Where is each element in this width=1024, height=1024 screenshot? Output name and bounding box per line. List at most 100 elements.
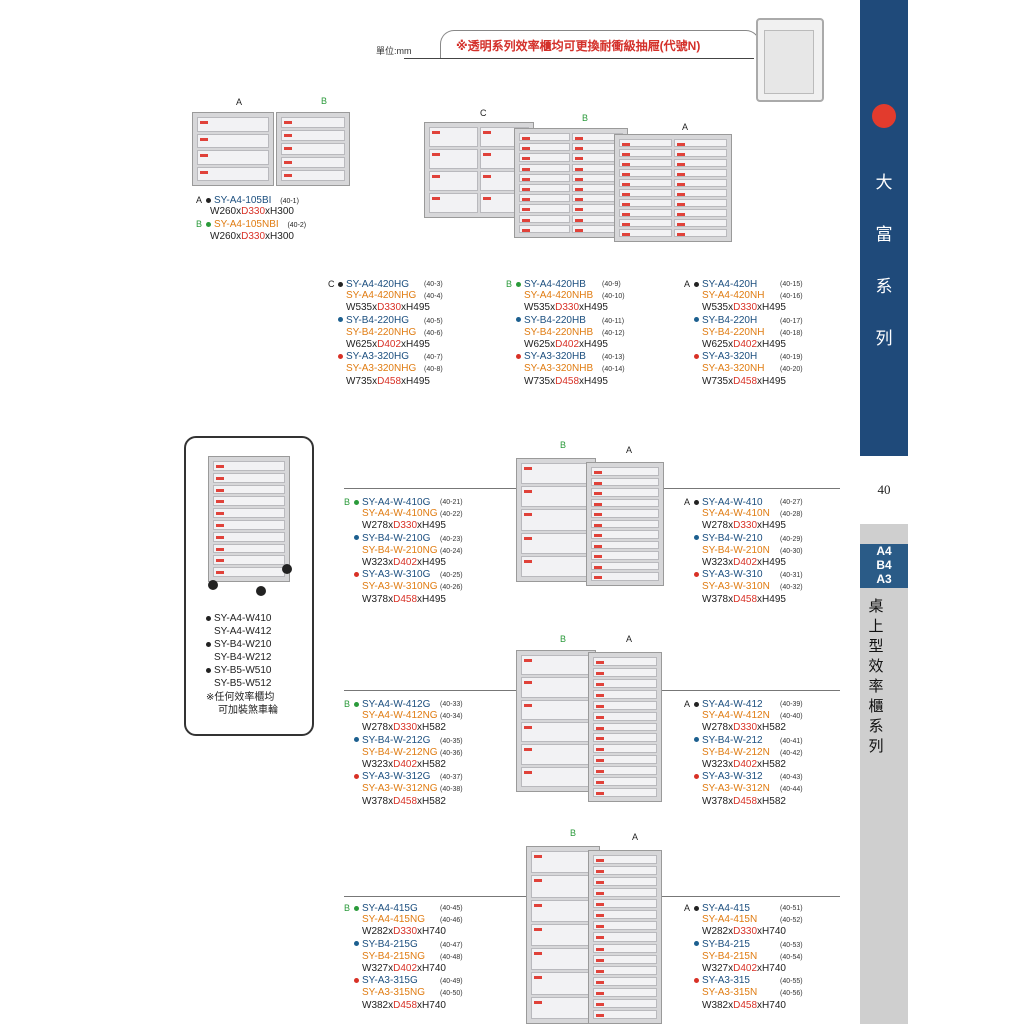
drawer [591, 530, 659, 539]
cart-item: SY-B5-W510 [214, 665, 272, 676]
spec-row: SY-A3-320NH(40-20) [684, 363, 803, 375]
dim-w: W625x [702, 338, 734, 350]
model-name: SY-A3-315 [702, 975, 750, 987]
dim-d: D458 [733, 593, 758, 605]
bullet-icon [694, 941, 699, 947]
spec-row: W535xD330xH495 [684, 302, 786, 314]
cart-item: SY-B5-W512 [214, 678, 272, 689]
model-name-n: SY-B4-215N [702, 950, 758, 962]
bullet-icon [354, 535, 359, 541]
brand-char: 系 [875, 277, 893, 297]
drawer [197, 133, 269, 148]
dim-d: D330 [377, 302, 402, 314]
dim-h: xH495 [417, 556, 446, 568]
drawer [519, 153, 570, 162]
wheel-icon [208, 580, 218, 590]
dim-w: W327x [362, 962, 394, 974]
catalog-code: (40-43) [780, 774, 803, 782]
catalog-code: (40-13) [602, 354, 625, 362]
model-name: SY-A3-320H [702, 351, 758, 363]
cabinet-image-b [276, 112, 350, 186]
model-name: SY-B4-215G [362, 938, 418, 950]
dim-d: D402 [393, 962, 418, 974]
drawer [213, 520, 285, 530]
drawer [197, 117, 269, 132]
spec-row: SY-B4-W-210N(40-30) [684, 545, 803, 557]
cabinet-image-a [588, 850, 662, 1024]
drawer [531, 972, 595, 995]
drawer [281, 117, 345, 129]
dim-w: W735x [346, 375, 378, 387]
dim-h: xH582 [417, 722, 446, 734]
drawer [281, 169, 345, 181]
dim-d: D330 [733, 520, 758, 532]
drawer [429, 149, 478, 169]
drawer [213, 472, 285, 483]
spec-row: SY-B4-215(40-53) [684, 939, 803, 951]
brand-char: 列 [875, 329, 893, 349]
spec-row: SY-A3-315G(40-49) [344, 975, 463, 987]
dim-d: D458 [733, 999, 758, 1011]
size-b4: B4 [876, 558, 892, 572]
catalog-code: (40-34) [440, 713, 463, 721]
bullet-icon [694, 535, 699, 541]
drawer [593, 987, 657, 997]
drawer [593, 866, 657, 876]
catalog-code: (40-42) [780, 749, 803, 757]
model-name-n: SY-A4-420NH [702, 290, 765, 302]
dim-w: W278x [362, 520, 394, 532]
spec-row: W378xD458xH495 [684, 594, 786, 606]
bullet-icon [354, 701, 359, 707]
catalog-code: (40-11) [602, 317, 625, 325]
drawer [593, 877, 657, 887]
drawer [593, 667, 657, 677]
model-name-n: SY-A4-415NG [362, 914, 425, 926]
drawer [213, 555, 285, 566]
drawer [619, 159, 672, 167]
drawer [593, 932, 657, 942]
catalog-code: (40-22) [440, 511, 463, 519]
model-name: SY-B4-W-212 [702, 734, 763, 746]
model-name-n: SY-A3-315NG [362, 987, 425, 999]
drawer [213, 543, 285, 554]
catalog-code: (40-37) [440, 774, 463, 782]
dim-d: D402 [393, 556, 418, 568]
drawer [591, 519, 659, 529]
drawer [521, 509, 591, 531]
spec-row: W378xD458xH582 [684, 796, 786, 808]
dim-h: xH740 [757, 962, 786, 974]
catalog-code: (40-44) [780, 786, 803, 794]
drawer [674, 189, 727, 197]
drawer [281, 130, 345, 142]
catalog-code: (40-36) [440, 749, 463, 757]
bullet-icon [516, 353, 521, 359]
spec-row: SY-A4-420NHB(40-10) [506, 290, 625, 302]
model-name: SY-A3-320HG [346, 351, 409, 363]
dim-d: D402 [377, 338, 402, 350]
spec-row: W378xD458xH582 [344, 796, 446, 808]
dim-h: xH495 [417, 593, 446, 605]
drawer [591, 509, 659, 518]
dim-h: xH582 [757, 722, 786, 734]
bullet-icon [206, 667, 211, 673]
dim-w: W535x [702, 302, 734, 314]
drawer [593, 998, 657, 1008]
drawer [619, 219, 672, 227]
drawer [531, 899, 595, 922]
drawer [281, 156, 345, 168]
model-name-n: SY-A3-W-310NG [362, 581, 438, 593]
drawer [593, 744, 657, 754]
drawer [674, 159, 727, 167]
bullet-icon [694, 701, 699, 707]
drawer [593, 657, 657, 666]
model-name: SY-B4-220HB [524, 314, 586, 326]
spec-row: SY-A3-W-312NG(40-38) [344, 783, 463, 795]
dim-h: xH495 [401, 338, 430, 350]
dim-d: D330 [393, 722, 418, 734]
spec-row: SY-A3-W-312N(40-44) [684, 783, 803, 795]
spec-row: SY-B4-W-210G(40-23) [344, 533, 463, 545]
drawer [619, 169, 672, 177]
spec-row: SY-A3-W-310(40-31) [684, 569, 803, 581]
